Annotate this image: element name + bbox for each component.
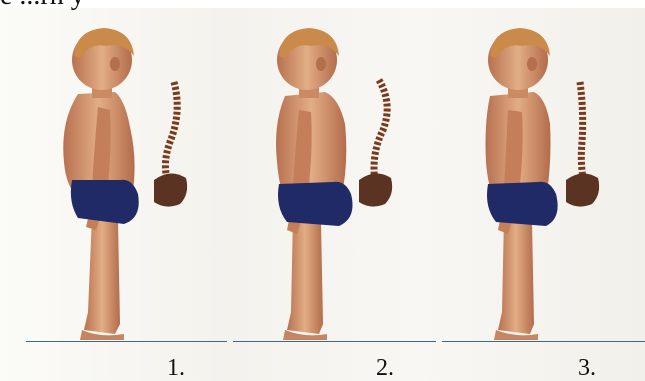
posture-panel-2	[229, 12, 436, 342]
ear	[316, 57, 326, 71]
child-side-view-2	[229, 12, 436, 342]
briefs	[71, 180, 139, 224]
posture-panel-3	[438, 12, 645, 342]
child-side-view-3	[438, 12, 645, 342]
spine-model	[374, 80, 387, 182]
figure-caption-1: 1.	[167, 356, 185, 380]
leg	[287, 217, 323, 334]
leg	[498, 217, 534, 334]
figure-caption-2: 2.	[376, 356, 394, 380]
cropped-heading-text: e ...rn y	[0, 0, 85, 10]
pelvis-model	[154, 173, 187, 206]
posture-panel-1	[20, 12, 227, 342]
briefs	[487, 182, 558, 226]
figure-caption-3: 3.	[578, 356, 596, 380]
leg	[84, 217, 120, 334]
ear	[110, 57, 120, 71]
spine-model	[580, 82, 584, 184]
pelvis-model	[359, 173, 392, 206]
briefs	[278, 182, 353, 226]
spine-model	[165, 82, 177, 182]
ear	[527, 57, 537, 71]
child-side-view-1	[20, 12, 227, 342]
pelvis-model	[566, 173, 599, 206]
